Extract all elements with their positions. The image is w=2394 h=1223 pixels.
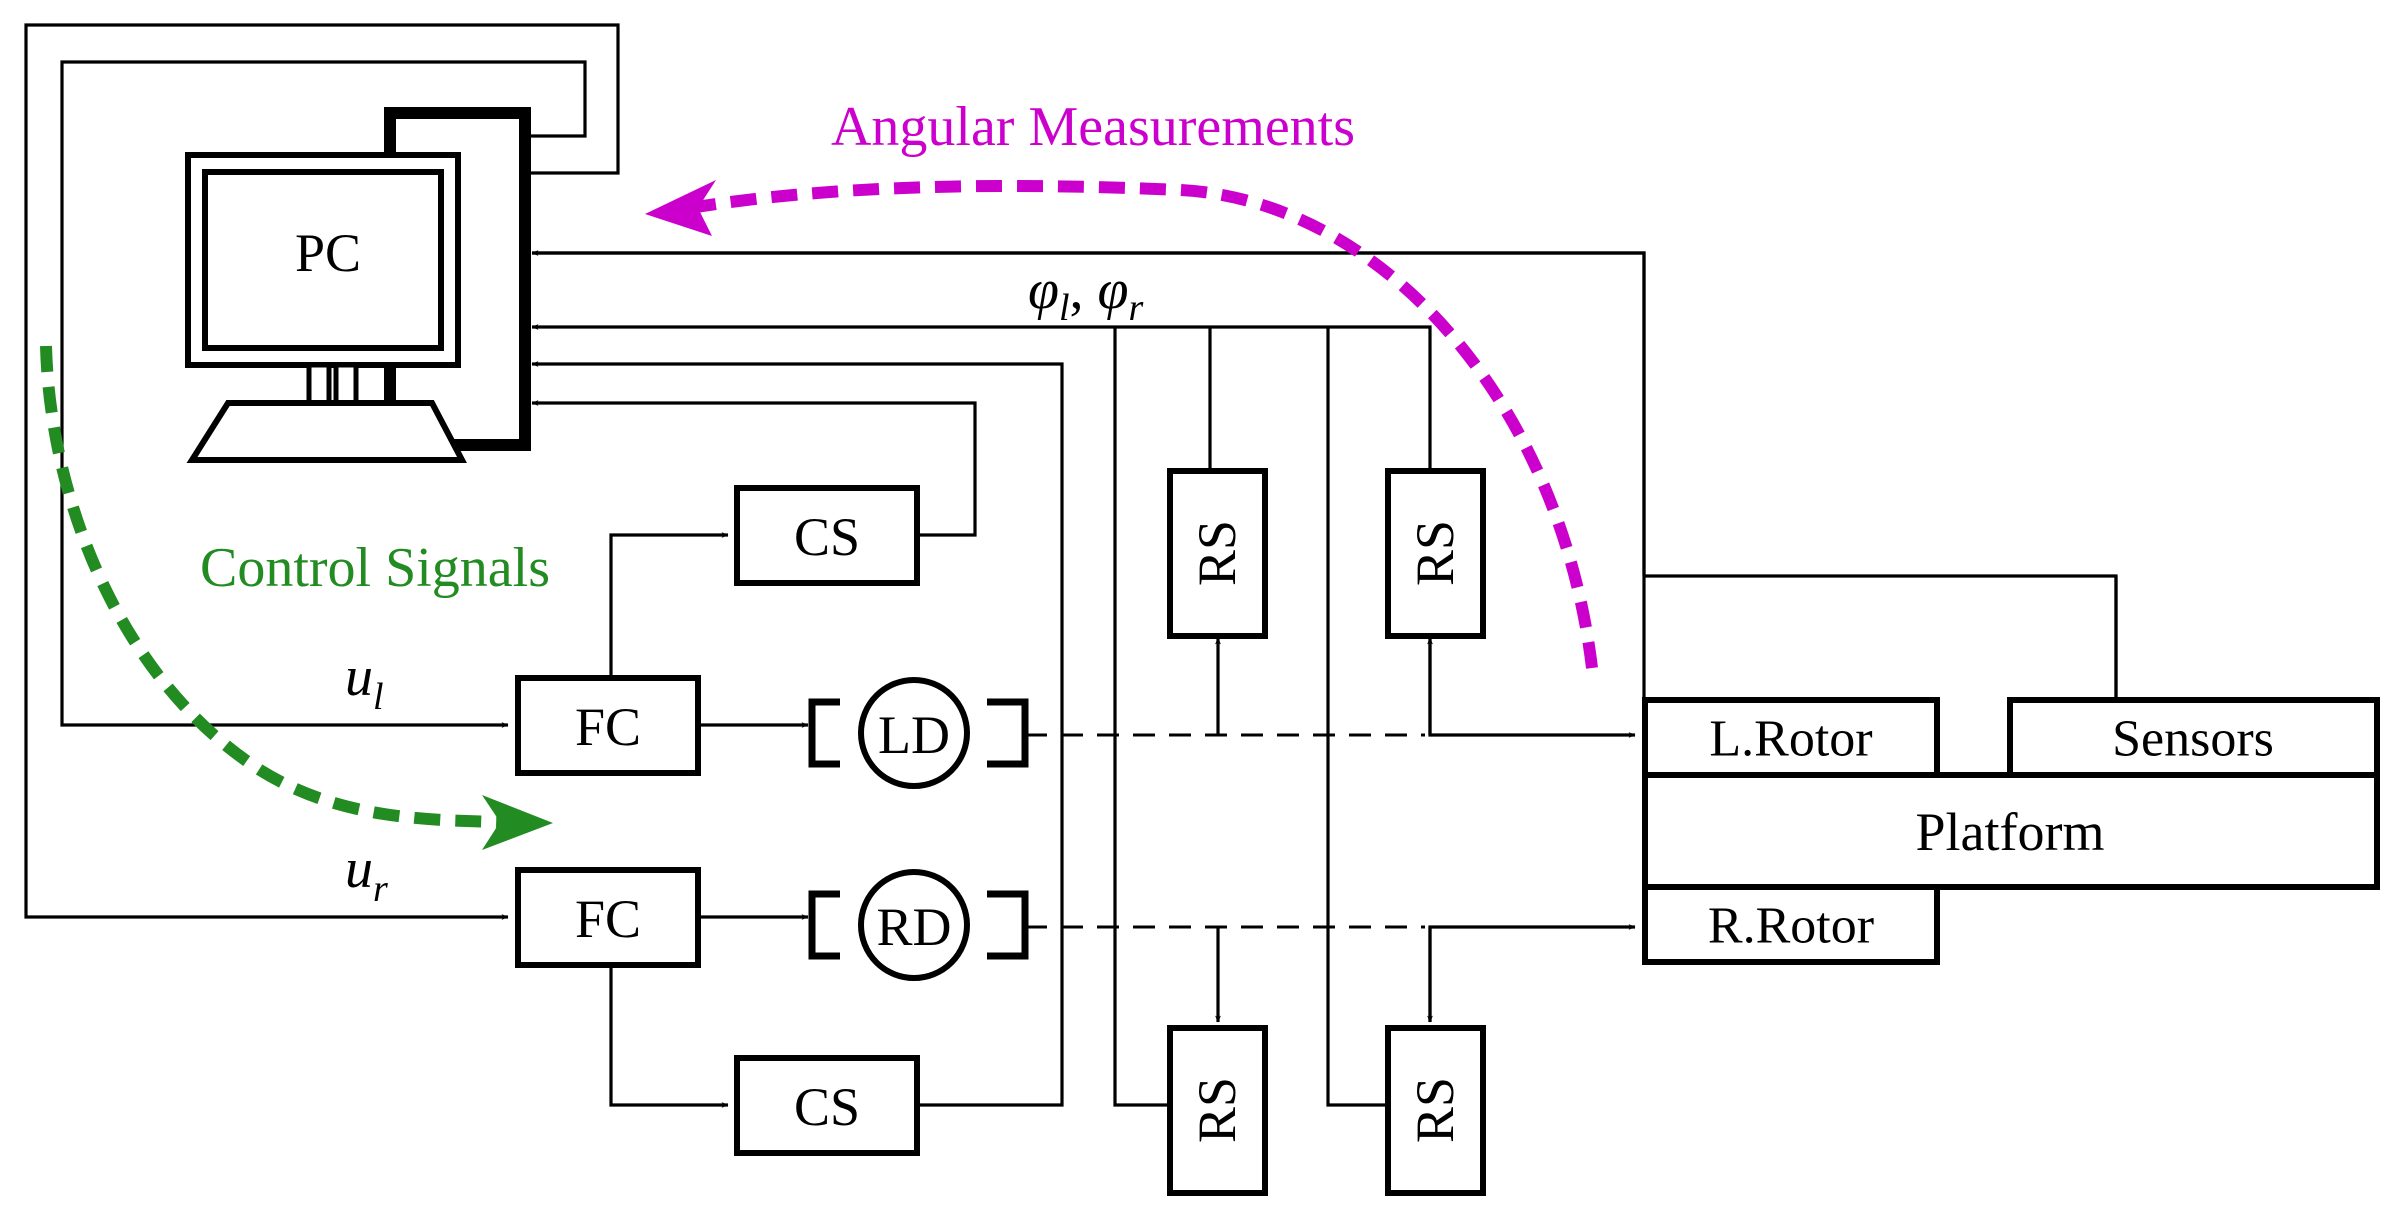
angular-measurements-arrow bbox=[689, 180, 1598, 669]
ld-label: LD bbox=[878, 705, 950, 765]
pc-stand-right bbox=[333, 362, 359, 406]
left-drive-motor: LD bbox=[808, 677, 1029, 789]
angular-arrowhead bbox=[645, 180, 716, 236]
rs-4-label: RS bbox=[1405, 1077, 1465, 1143]
fc-right-to-cs-wire bbox=[609, 965, 729, 1108]
cs-bottom-label: CS bbox=[794, 1077, 860, 1137]
cs-top-block bbox=[734, 485, 920, 586]
rs-1-label: RS bbox=[1187, 520, 1247, 586]
u-r-signal-label: ur bbox=[345, 838, 388, 910]
pc-computer-icon: PC bbox=[185, 107, 531, 463]
r-rotor-drive-wire bbox=[1428, 924, 1636, 1022]
l-rotor-drive-wire bbox=[1428, 638, 1636, 738]
rs-block-2 bbox=[1385, 468, 1486, 639]
control-wire-u-l bbox=[60, 60, 587, 728]
sensors-label: Sensors bbox=[2112, 711, 2274, 768]
rd-label: RD bbox=[876, 897, 951, 957]
pc-label: PC bbox=[295, 223, 361, 283]
rs-block-4 bbox=[1385, 1025, 1486, 1196]
platform-label: Platform bbox=[1916, 802, 2105, 862]
u-l-signal-label: ul bbox=[345, 646, 384, 718]
rs-block-1 bbox=[1167, 468, 1268, 639]
phi-wire-rs3 bbox=[1113, 327, 1170, 1107]
rs-2-label: RS bbox=[1405, 520, 1465, 586]
right-drive-motor: RD bbox=[808, 869, 1029, 981]
pc-stand-left bbox=[306, 362, 332, 406]
l-rotor-block bbox=[1642, 697, 1940, 778]
sensors-block bbox=[2007, 697, 2380, 778]
phi-wire bbox=[531, 324, 1432, 471]
r-rotor-block bbox=[1642, 884, 1940, 965]
fc-right-block bbox=[515, 867, 701, 968]
fc-left-block bbox=[515, 675, 701, 776]
platform-block bbox=[1642, 772, 2380, 890]
phi-wire-rs4 bbox=[1326, 327, 1388, 1107]
control-wire-u-r bbox=[24, 23, 620, 920]
rs-block-3 bbox=[1167, 1025, 1268, 1196]
rs-3-label: RS bbox=[1187, 1077, 1247, 1143]
fc-right-label: FC bbox=[575, 889, 641, 949]
cs-bottom-block bbox=[734, 1055, 920, 1156]
fc-left-to-cs-wire bbox=[609, 532, 729, 678]
control-signals-arrow bbox=[40, 345, 501, 828]
l-rotor-label: L.Rotor bbox=[1709, 711, 1872, 768]
r-rotor-label: R.Rotor bbox=[1708, 898, 1874, 955]
pc-screen bbox=[202, 169, 444, 351]
fc-left-label: FC bbox=[575, 697, 641, 757]
pc-base bbox=[186, 400, 467, 463]
control-signals-label: Control Signals bbox=[200, 537, 550, 599]
control-arrowhead bbox=[482, 795, 553, 850]
cs-top-to-pc-wire bbox=[531, 400, 977, 537]
sensors-to-pc-wire bbox=[531, 250, 1646, 576]
phi-signal-label: φl,φr bbox=[1028, 259, 1144, 329]
cs-top-label: CS bbox=[794, 507, 860, 567]
angular-measurements-label: Angular Measurements bbox=[831, 96, 1355, 158]
